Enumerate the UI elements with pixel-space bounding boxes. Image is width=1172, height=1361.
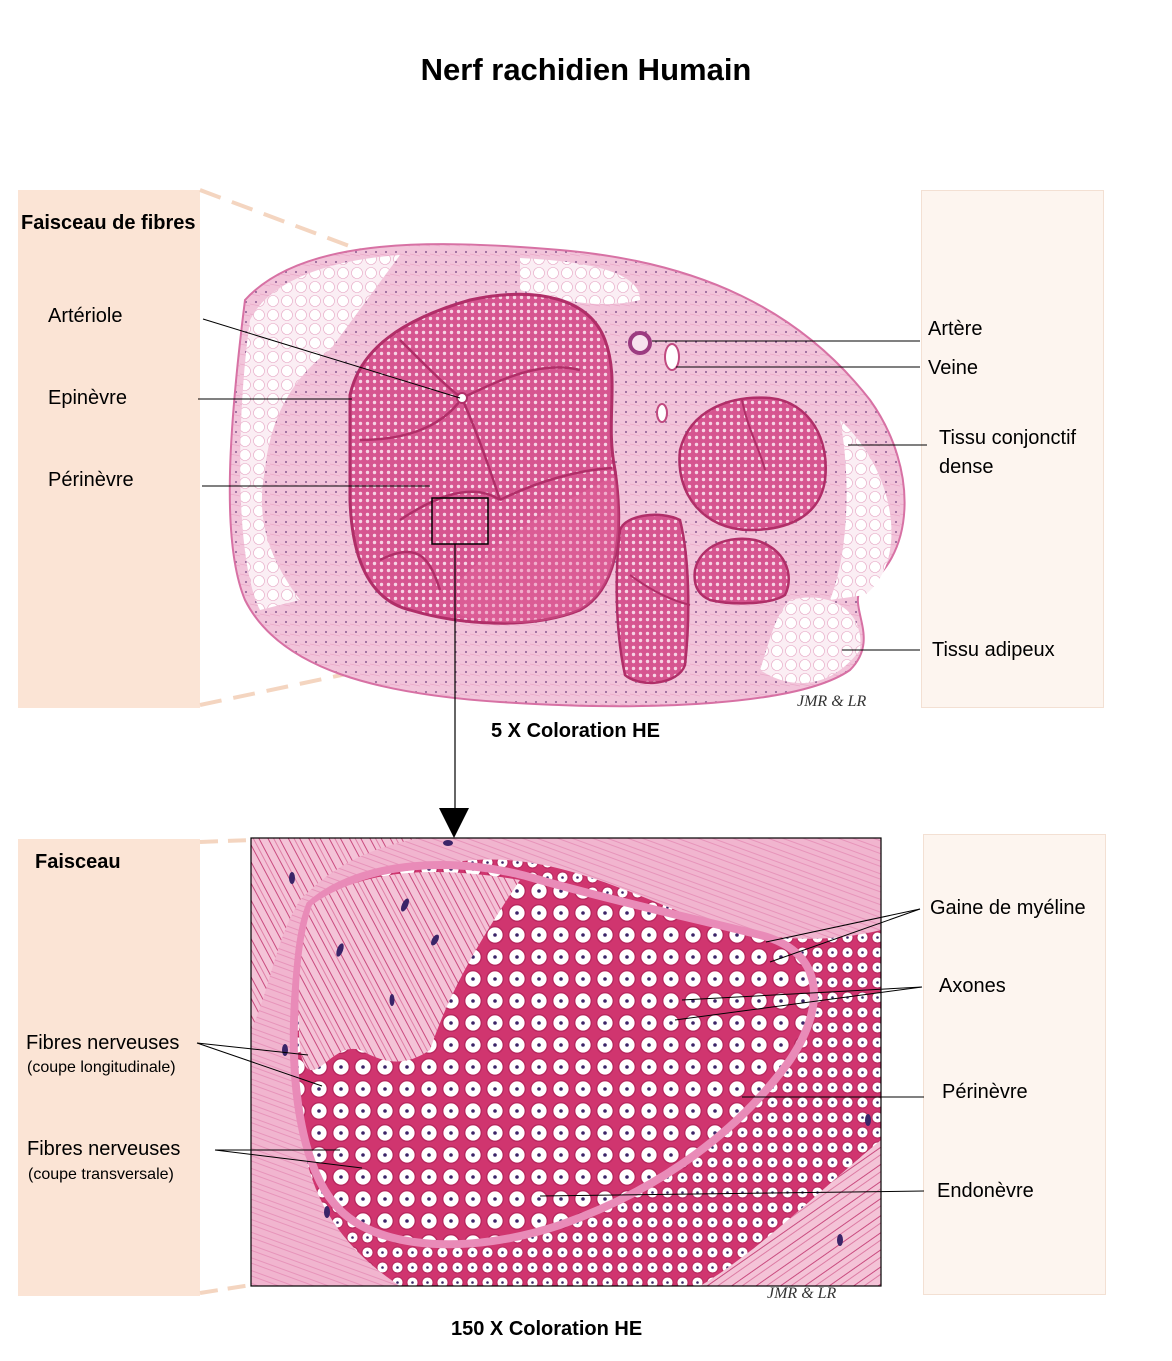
label-veine: Veine (928, 357, 979, 379)
label-artere: Artère (928, 318, 983, 340)
fascicle-bottom (615, 513, 690, 685)
zoom-guide-top-upper (199, 188, 361, 252)
label-axones: Axones (939, 975, 1006, 997)
leader-arteriole (202, 318, 461, 399)
bottom-signature: JMR & LR (767, 1285, 837, 1302)
leader-gaine-1 (765, 908, 921, 943)
longitudinal-fibers (298, 872, 520, 1071)
label-fibres-long: Fibres nerveuses (26, 1032, 180, 1054)
leader-gaine-2 (769, 908, 921, 963)
leader-fibres-long-1 (196, 1042, 309, 1056)
adipose-left (240, 255, 400, 610)
zoom-guide-bottom-upper (199, 838, 252, 844)
adipose-right (830, 420, 892, 600)
leader-fibres-trans-2 (214, 1149, 363, 1169)
label-epinevre: Epinèvre (48, 387, 127, 409)
adipose-bottom-right (760, 597, 861, 684)
leader-endonevre (539, 1190, 925, 1197)
fascicle-small (693, 537, 790, 605)
top-panel-header: Faisceau de fibres (21, 212, 196, 234)
label-fibres-trans: Fibres nerveuses (27, 1138, 181, 1160)
label-perinevre: Périnèvre (48, 469, 134, 491)
label-tissu-adipeux: Tissu adipeux (932, 639, 1055, 661)
top-signature: JMR & LR (797, 693, 867, 710)
bottom-left-panel (18, 839, 200, 1296)
bottom-caption: 150 X Coloration HE (451, 1318, 643, 1340)
zoom-selection-box (431, 497, 489, 545)
fascicle-right (678, 396, 827, 532)
figure-title: Nerf rachidien Humain (420, 52, 752, 87)
adipose-top (520, 258, 640, 305)
vein-shape (664, 343, 680, 371)
label-fibres-long-sub: (coupe longitudinale) (27, 1059, 176, 1076)
label-perinevre-bottom: Périnèvre (942, 1081, 1028, 1103)
fascicle-large (348, 292, 621, 625)
zoom-arrow-head (439, 808, 469, 838)
label-fibres-trans-sub: (coupe transversale) (28, 1166, 174, 1183)
leader-axones-2 (674, 986, 923, 1021)
label-tissu-conjonctif-dense: dense (939, 456, 994, 478)
top-right-panel (921, 190, 1104, 708)
arteriole-shape (456, 392, 468, 404)
top-caption: 5 X Coloration HE (491, 720, 660, 742)
artery-shape (628, 331, 652, 355)
label-endonevre: Endonèvre (937, 1180, 1034, 1202)
leader-axones-1 (681, 986, 923, 1001)
leader-fibres-long-2 (196, 1042, 323, 1087)
label-arteriole: Artériole (48, 305, 123, 327)
label-gaine-myeline: Gaine de myéline (930, 897, 1086, 919)
bottom-right-panel (923, 834, 1106, 1295)
zoom-guide-bottom-lower (199, 1283, 252, 1295)
bottom-panel-header: Faisceau (35, 851, 121, 873)
label-tissu-conjonctif: Tissu conjonctif (939, 427, 1077, 449)
magnified-fascicle (251, 838, 881, 1286)
nerve-cross-section (228, 243, 906, 708)
top-left-panel (18, 190, 200, 708)
